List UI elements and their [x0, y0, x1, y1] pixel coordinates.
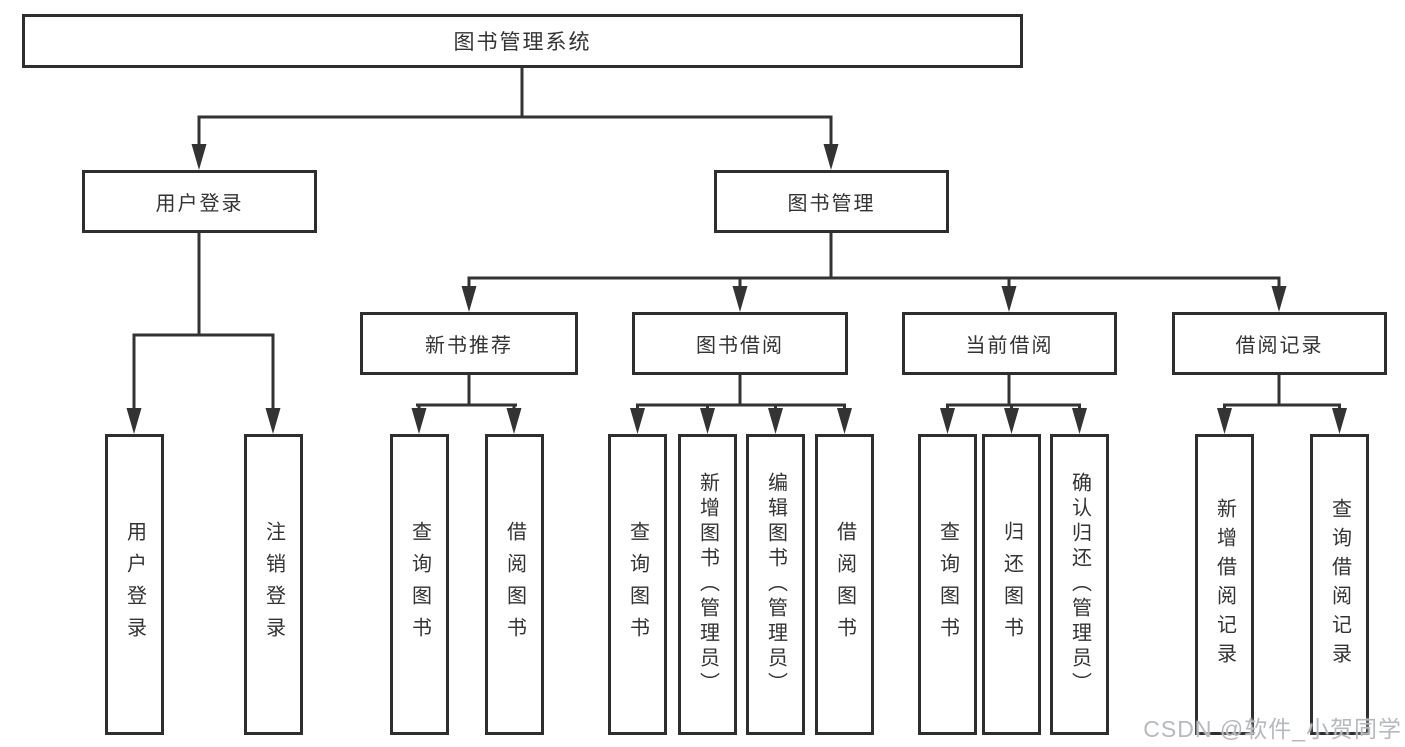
leaf-user-login: 用户登录	[105, 434, 164, 735]
connector-book-management-children	[467, 233, 1281, 294]
leaf-label: 注销登录	[262, 520, 285, 649]
leaf-label: 查询借阅记录	[1328, 497, 1351, 672]
leaf-label: 新增图书（管理员）	[696, 472, 719, 697]
connector-new-book-children	[416, 375, 517, 414]
leaf-query-books-borrowing: 查询图书	[608, 434, 667, 735]
leaf-borrow-books-borrowing: 借阅图书	[815, 434, 874, 735]
leaf-label: 借阅图书	[503, 520, 526, 649]
node-borrowing-records: 借阅记录	[1172, 312, 1387, 375]
connector-book-borrow-children	[636, 375, 846, 414]
leaf-label: 查询图书	[408, 520, 431, 649]
node-library-management-system: 图书管理系统	[22, 14, 1023, 68]
node-book-management: 图书管理	[714, 170, 949, 233]
leaf-query-books-recommend: 查询图书	[390, 434, 449, 735]
csdn-watermark: CSDN @软件_小贺同学	[1143, 716, 1402, 742]
leaf-borrow-books-recommend: 借阅图书	[485, 434, 544, 735]
leaf-label: 用户登录	[123, 520, 146, 649]
connector-user-login-children	[132, 233, 275, 414]
leaf-logout-login: 注销登录	[244, 434, 303, 735]
node-current-borrowing: 当前借阅	[902, 312, 1117, 375]
leaf-label: 借阅图书	[833, 520, 856, 649]
node-label: 当前借阅	[965, 335, 1054, 357]
node-user-login-branch: 用户登录	[82, 170, 317, 233]
leaf-label: 确认归还（管理员）	[1068, 472, 1091, 697]
connector-root-to-level2	[197, 68, 833, 150]
node-book-borrowing: 图书借阅	[632, 312, 848, 375]
leaf-add-borrow-record: 新增借阅记录	[1195, 434, 1254, 735]
leaf-add-books-admin: 新增图书（管理员）	[678, 434, 737, 735]
leaf-label: 归还图书	[1000, 520, 1023, 649]
leaf-edit-books-admin: 编辑图书（管理员）	[746, 434, 805, 735]
node-new-book-recommendation: 新书推荐	[360, 312, 578, 375]
leaf-query-books-current: 查询图书	[918, 434, 977, 735]
leaf-label: 查询图书	[626, 520, 649, 649]
leaf-label: 查询图书	[936, 520, 959, 649]
arrowheads	[126, 144, 1347, 434]
leaf-confirm-return-admin: 确认归还（管理员）	[1050, 434, 1109, 735]
leaf-label: 编辑图书（管理员）	[764, 472, 787, 697]
leaf-label: 新增借阅记录	[1213, 497, 1236, 672]
node-label: 新书推荐	[425, 335, 513, 357]
node-label: 图书借阅	[696, 335, 784, 357]
node-label: 图书管理系统	[453, 31, 592, 54]
node-label: 借阅记录	[1235, 335, 1324, 357]
connector-borrow-records-children	[1223, 375, 1341, 414]
node-label: 图书管理	[787, 193, 876, 215]
leaf-query-borrow-record: 查询借阅记录	[1310, 434, 1369, 735]
leaf-return-books: 归还图书	[982, 434, 1041, 735]
node-label: 用户登录	[155, 193, 244, 215]
